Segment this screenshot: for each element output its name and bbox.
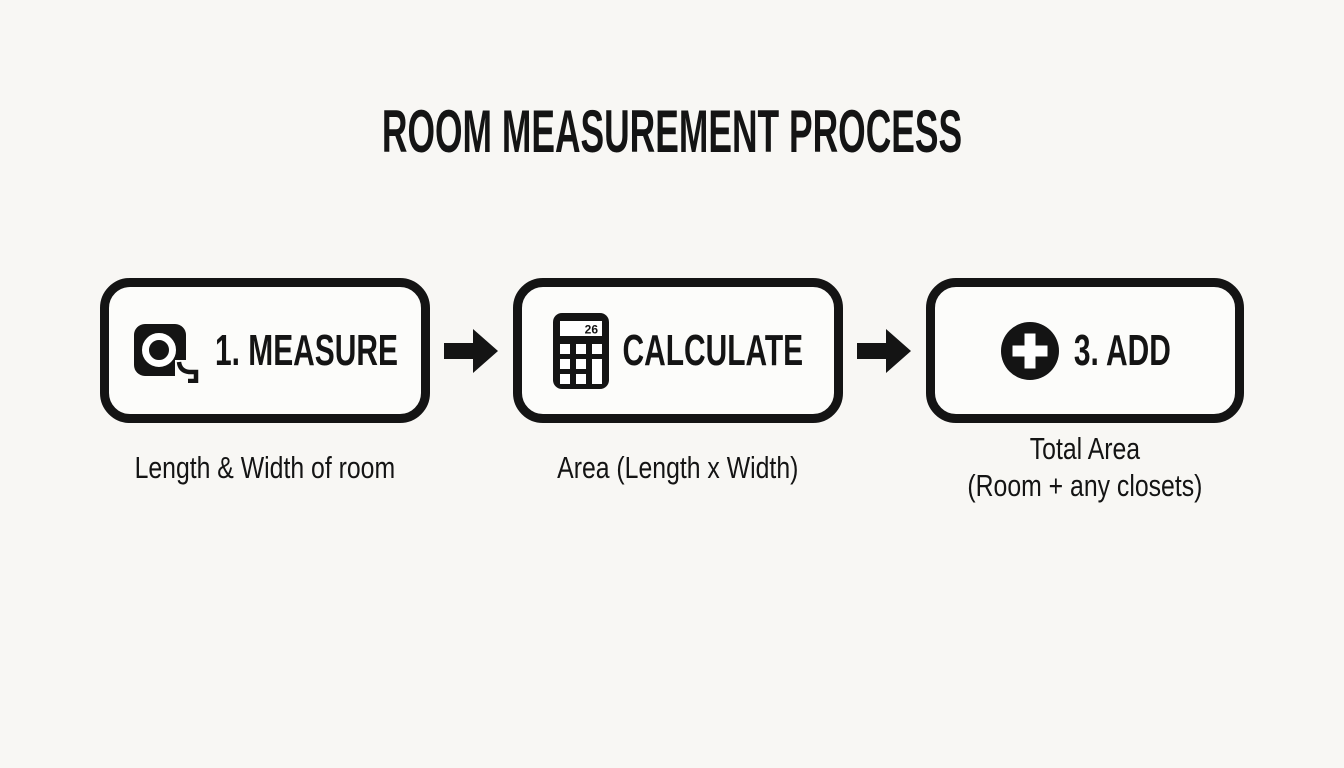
calculate-caption-line: Area (Length x Width) — [557, 449, 799, 485]
calculate-box: 26 CALCULATE — [513, 278, 843, 423]
measure-box: 1. MEASURE — [100, 278, 430, 423]
page-title: ROOM MEASUREMENT PROCESS — [381, 98, 963, 165]
add-box: 3. ADD — [926, 278, 1244, 423]
add-caption-line-2: (Room + any closets) — [967, 468, 1203, 503]
add-caption-line-1: Total Area — [1029, 431, 1141, 466]
measure-caption: Length & Width of room — [102, 427, 428, 507]
calculator-icon: 26 — [553, 312, 610, 390]
calculator-display-value: 26 — [585, 322, 599, 336]
plus-circle-icon — [1000, 321, 1060, 381]
arrow-right-icon — [857, 328, 912, 374]
calculate-label: CALCULATE — [622, 325, 804, 375]
step-add: 3. ADD Total Area (Room + any closets) — [926, 278, 1244, 507]
add-caption: Total Area (Room + any closets) — [938, 427, 1232, 507]
arrow-right-icon — [444, 328, 499, 374]
process-flow: 1. MEASURE Length & Width of room 26 — [100, 278, 1244, 507]
measure-caption-line: Length & Width of room — [134, 449, 396, 485]
calculate-caption: Area (Length x Width) — [527, 427, 829, 507]
tape-measure-icon — [133, 319, 201, 383]
measure-label: 1. MEASURE — [214, 325, 398, 375]
step-calculate: 26 CALCULATE Area (Length x Width) — [513, 278, 843, 507]
add-label: 3. ADD — [1073, 325, 1171, 375]
step-measure: 1. MEASURE Length & Width of room — [100, 278, 430, 507]
